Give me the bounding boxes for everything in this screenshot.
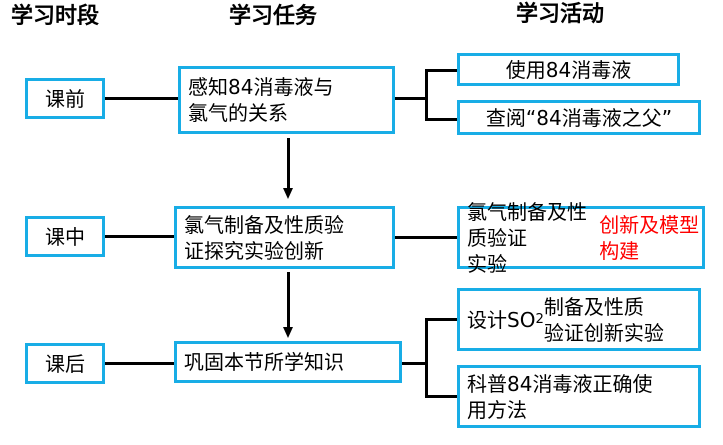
connector-task2-to-activity3 (394, 236, 458, 239)
connector-period2-to-task2 (105, 235, 175, 238)
task-box-row3[interactable]: 巩固本节所学知识 (174, 341, 402, 383)
connector-period3-to-task3 (105, 362, 175, 365)
connector-task3-bracket-stub (401, 362, 428, 365)
activity-text-plain: 氯气制备及性质验证 实验 (467, 199, 587, 276)
connector-task1-to-activity2 (425, 118, 458, 121)
period-box-after-class[interactable]: 课后 (25, 343, 105, 384)
connector-task1-bracket-vertical (425, 69, 428, 121)
activity-text-suffix: 制备及性质 验证创新实验 (543, 294, 664, 345)
task-box-row2[interactable]: 氯气制备及性质验 证探究实验创新 (174, 206, 395, 269)
arrow-shaft (287, 138, 290, 190)
period-box-before-class[interactable]: 课前 (25, 78, 105, 119)
activity-box-popularize-usage[interactable]: 科普84消毒液正确使 用方法 (457, 365, 701, 428)
activity-text-prefix: 设计SO (467, 307, 536, 332)
column-header-period: 学习时段 (11, 4, 100, 29)
activity-box-use-disinfectant[interactable]: 使用84消毒液 (457, 53, 680, 86)
connector-task3-to-activity5 (425, 395, 458, 398)
column-header-task: 学习任务 (229, 4, 318, 29)
period-box-during-class[interactable]: 课中 (25, 216, 105, 257)
connector-task1-bracket-stub (394, 97, 428, 100)
activity-box-research-father[interactable]: 查阅“84消毒液之父” (457, 100, 701, 135)
connector-period1-to-task1 (105, 97, 179, 100)
subscript-two: 2 (535, 311, 544, 327)
activity-text-highlight: 创新及模型构建 (599, 212, 700, 263)
connector-task3-bracket-vertical (425, 318, 428, 398)
arrow-head (283, 188, 293, 199)
arrow-shaft (287, 272, 290, 329)
task-box-row1[interactable]: 感知84消毒液与 氯气的关系 (178, 66, 395, 134)
activity-box-chlorine-experiment[interactable]: 氯气制备及性质验证 实验创新及模型构建 (457, 200, 705, 276)
column-header-activity: 学习活动 (516, 2, 605, 27)
arrow-head (283, 327, 293, 338)
connector-task1-to-activity1 (425, 69, 458, 72)
connector-task3-to-activity4 (425, 318, 458, 321)
